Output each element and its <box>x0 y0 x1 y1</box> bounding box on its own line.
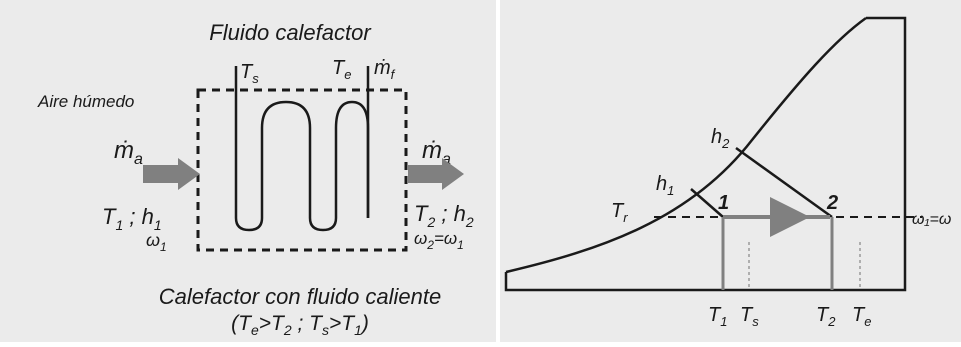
inlet-flow-label: ṁa <box>114 137 143 168</box>
port-te-label: Te <box>332 57 351 82</box>
outlet-state-label: T2 ; h2 <box>414 201 474 230</box>
enthalpy-line-h1 <box>690 188 724 218</box>
caption-line-1: Calefactor con fluido caliente <box>159 284 442 309</box>
state-point-2: 2 <box>826 192 838 214</box>
inlet-state-label: T1 ; h1 <box>102 204 162 233</box>
axis-te-label: Te <box>852 304 871 329</box>
chart-frame <box>504 16 907 292</box>
h2-label: h2 <box>711 126 730 151</box>
humid-air-label: Aire húmedo <box>37 92 134 111</box>
inlet-humidity-label: ω1 <box>146 230 167 254</box>
control-volume-box <box>196 88 408 252</box>
omega-label: ω₁=ω <box>912 211 951 228</box>
fluid-title: Fluido calefactor <box>209 20 372 45</box>
right-panel-background <box>500 0 961 342</box>
port-mf-label: ṁf <box>374 57 396 82</box>
tr-label: Tr <box>611 200 628 225</box>
outlet-flow-arrow <box>408 158 464 190</box>
port-ts-label: Ts <box>240 61 259 86</box>
saturation-curve <box>505 16 867 274</box>
axis-ts-label: Ts <box>740 304 759 329</box>
outlet-humidity-label: ω2=ω1 <box>414 229 464 252</box>
inlet-flow-arrow <box>143 158 200 190</box>
enthalpy-line-h2 <box>735 146 833 219</box>
axis-t2-label: T2 <box>816 304 836 329</box>
caption-line-2: (Te>T2 ; Ts>T1) <box>231 312 369 338</box>
axis-t1-label: T1 <box>708 304 727 329</box>
outlet-flow-label: ṁa <box>422 137 451 168</box>
heating-coil <box>234 100 370 232</box>
state-point-1: 1 <box>718 192 729 214</box>
h1-label: h1 <box>656 173 674 198</box>
